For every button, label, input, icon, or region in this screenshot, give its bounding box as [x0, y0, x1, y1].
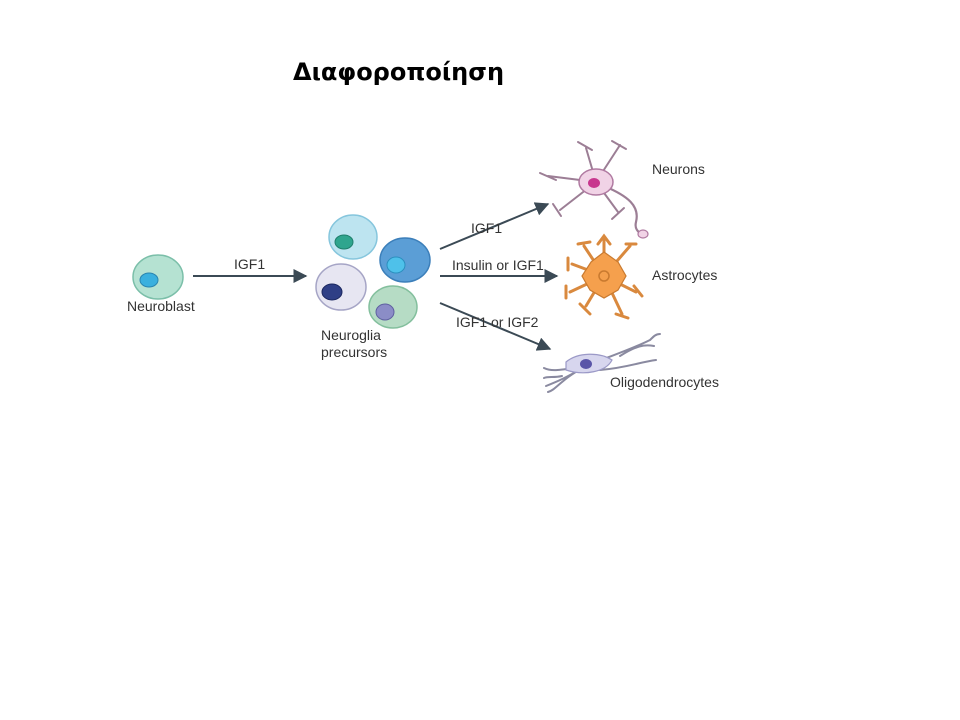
- neuron-cell: [539, 140, 649, 239]
- precursor-cell-light-blue: [328, 214, 378, 260]
- precursors-label-line2: precursors: [321, 344, 387, 360]
- neurons-label: Neurons: [652, 161, 705, 177]
- oligodendrocyte-cell: [543, 333, 661, 393]
- astrocytes-label: Astrocytes: [652, 267, 717, 283]
- arrow-astrocytes-label: Insulin or IGF1: [452, 257, 544, 273]
- precursor-cell-blue: [379, 237, 431, 283]
- arrow-neurons-label: IGF1: [471, 220, 502, 236]
- oligodendrocytes-label: Oligodendrocytes: [610, 374, 719, 390]
- neuroblast-label: Neuroblast: [127, 298, 195, 314]
- precursor-cell-green: [368, 285, 418, 329]
- neuroblast-cell: [132, 254, 184, 300]
- precursors-label-line1: Neuroglia: [321, 327, 381, 343]
- arrow-to-neurons: [439, 202, 550, 250]
- slide-title: Διαφοροποίηση: [293, 58, 505, 86]
- arrow-to-oligodendrocytes: [439, 302, 552, 351]
- arrow-main-label: IGF1: [234, 256, 265, 272]
- astrocyte-cell: [564, 233, 644, 320]
- precursor-cell-lavender: [315, 263, 367, 311]
- arrow-oligo-label: IGF1 or IGF2: [456, 314, 539, 330]
